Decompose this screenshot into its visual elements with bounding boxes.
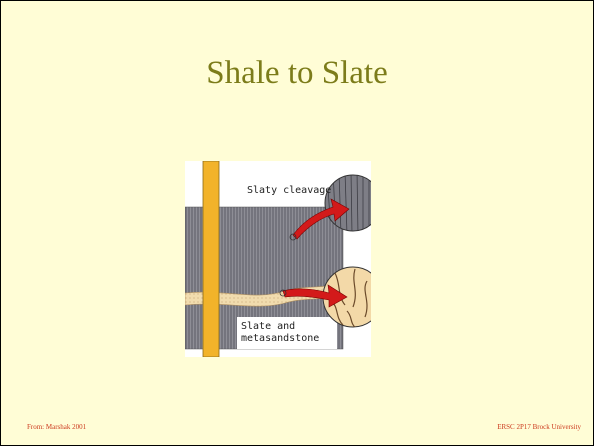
footer-source: From: Marshak 2001 <box>27 423 86 431</box>
label-metasandstone: metasandstone <box>241 333 319 344</box>
label-slate-and: Slate and <box>241 321 295 332</box>
footer-course: ERSC 2P17 Brock University <box>497 423 581 431</box>
vertical-vein <box>203 161 219 357</box>
slide-title: Shale to Slate <box>1 55 593 92</box>
label-slaty-cleavage: Slaty cleavage <box>247 185 331 196</box>
shale-slate-diagram: Slaty cleavage Slate and metasandstone <box>185 161 371 357</box>
